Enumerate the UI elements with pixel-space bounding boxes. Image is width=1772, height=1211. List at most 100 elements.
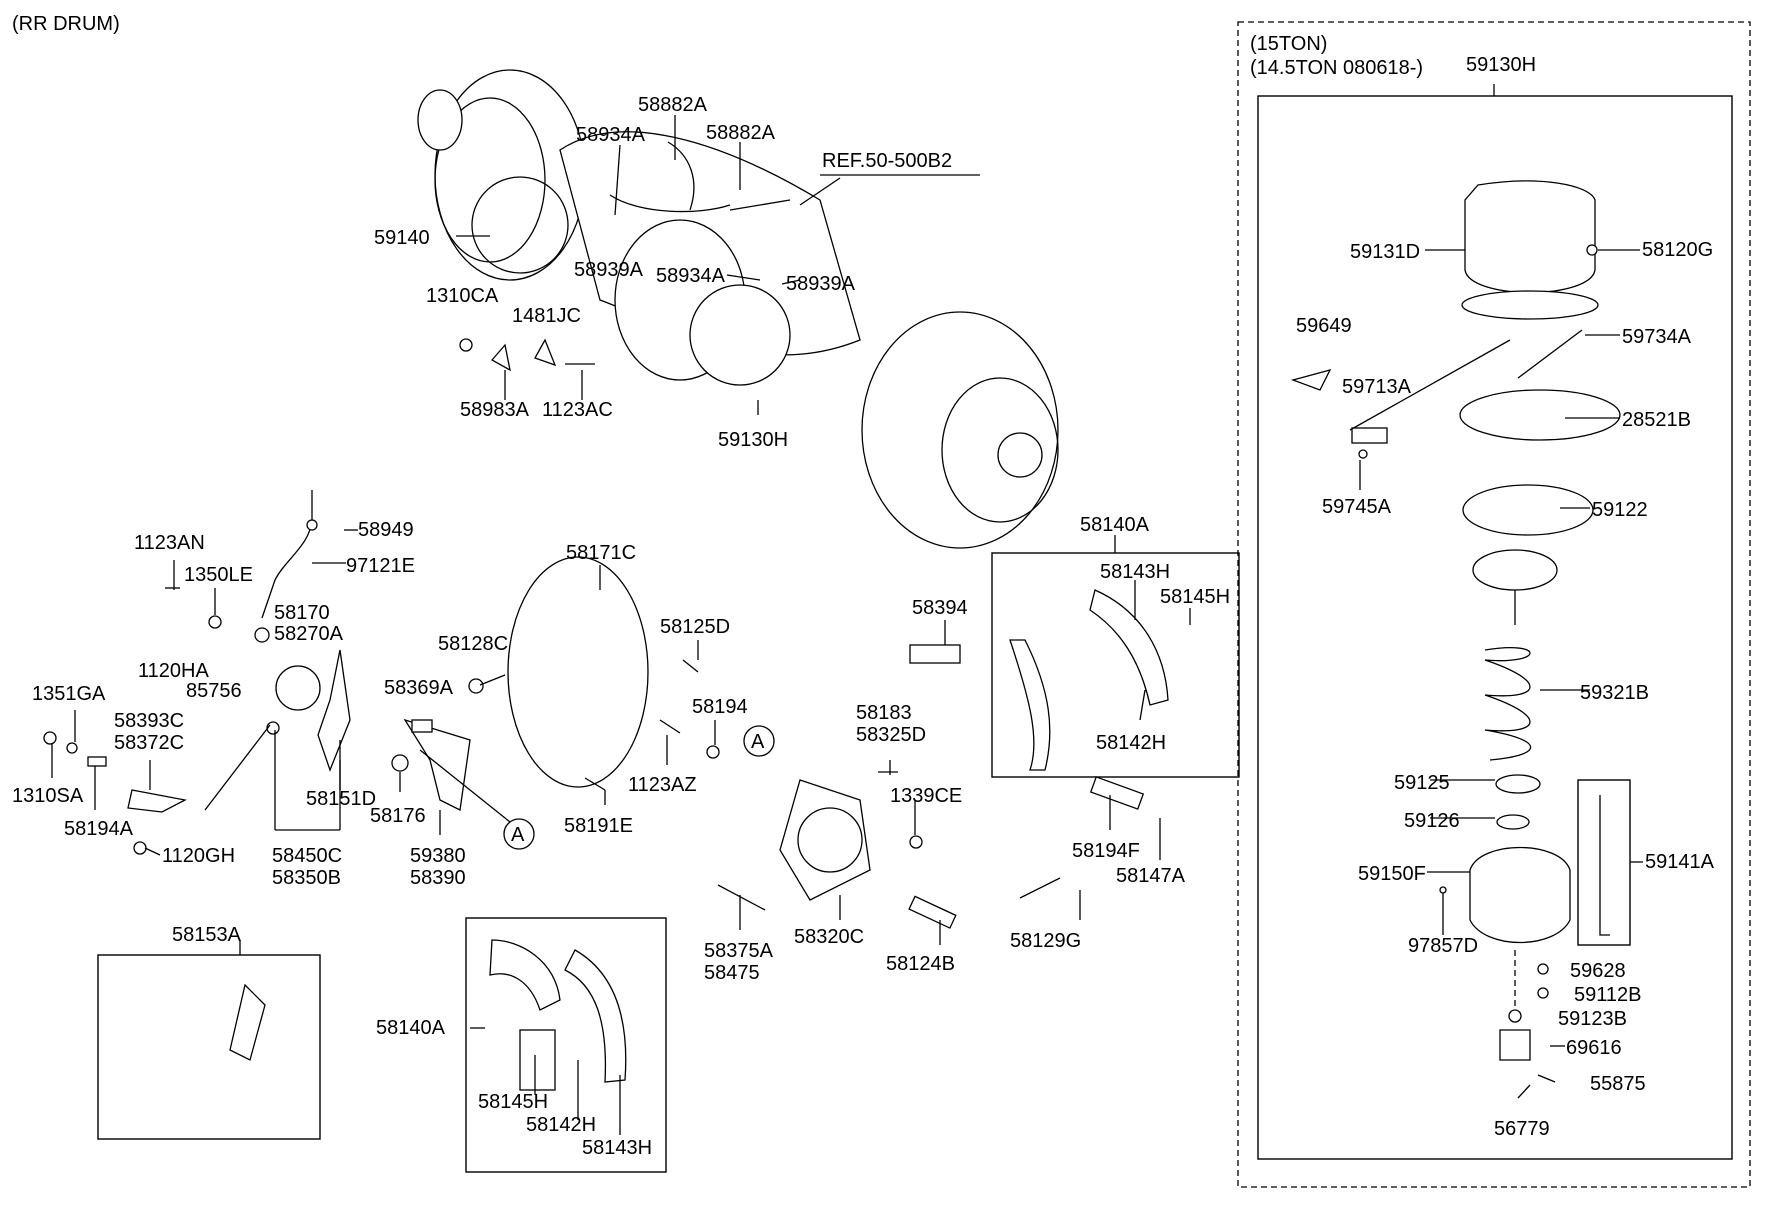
- part-55875: [1537, 1074, 1556, 1083]
- label-1123AN: 1123AN: [134, 532, 205, 554]
- part-58124B: [908, 895, 957, 929]
- label-59140: 59140: [374, 227, 430, 249]
- part-59141A-tube: [1599, 795, 1610, 936]
- label-1120HA: 1120HA: [138, 660, 209, 682]
- label-58143H-2: 58143H: [582, 1137, 652, 1159]
- label-59125: 59125: [1394, 772, 1450, 794]
- sensor-cable-97121E: [261, 490, 313, 619]
- label-58140A-1: 58140A: [1080, 514, 1150, 536]
- label-1310SA: 1310SA: [12, 785, 84, 807]
- label-97857D: 97857D: [1408, 935, 1478, 957]
- label-1481JC: 1481JC: [512, 305, 581, 327]
- label-58129G: 58129G: [1010, 930, 1081, 952]
- label-58394: 58394: [912, 597, 968, 619]
- label-58949: 58949: [358, 519, 414, 541]
- label-59130H-2: 59130H: [1466, 54, 1536, 76]
- label-marker-a-right: A: [751, 731, 765, 753]
- chamber-base-rim: [1461, 290, 1599, 320]
- label-59321B: 59321B: [1580, 682, 1649, 704]
- part-56779: [1517, 1084, 1531, 1099]
- label-97121E: 97121E: [346, 555, 415, 577]
- lower-lining-1: [489, 939, 561, 1011]
- label-58145H-2: 58145H: [478, 1091, 548, 1113]
- label-58147A: 58147A: [1116, 865, 1186, 887]
- lower-shoe: [519, 1029, 556, 1091]
- label-58183: 58183: [856, 702, 912, 724]
- label-58125D: 58125D: [660, 616, 730, 638]
- part-59649: [1290, 368, 1332, 391]
- label-1123AC: 1123AC: [542, 399, 613, 421]
- part-58171C-dust-shield: [507, 556, 649, 788]
- right-brake-chamber: [689, 284, 791, 386]
- part-59734A: [1517, 329, 1583, 379]
- label-58325D: 58325D: [856, 724, 926, 746]
- part-85756-bearing: [275, 665, 321, 711]
- part-58191E: [584, 777, 606, 791]
- box-59141A: [1577, 779, 1631, 946]
- label-58393C: 58393C: [114, 710, 184, 732]
- part-59745A: [1358, 449, 1368, 459]
- part-58125D: [682, 659, 699, 673]
- label-59713A: 59713A: [1342, 376, 1412, 398]
- label-1350LE: 1350LE: [184, 564, 253, 586]
- inset-inner-box: [1257, 95, 1733, 1160]
- part-58176: [391, 754, 409, 772]
- label-58140A-2: 58140A: [376, 1017, 446, 1039]
- diagram-title: (RR DRUM): [12, 13, 120, 35]
- part-59112B: [1537, 987, 1549, 999]
- part-58194A: [87, 756, 107, 767]
- ref-marker-a-left: [503, 818, 535, 850]
- right-hub-cap: [997, 432, 1043, 478]
- part-58194F: [1089, 776, 1145, 810]
- part-59380-bracket: [403, 718, 471, 811]
- upper-lining: [1089, 589, 1169, 706]
- label-58128C: 58128C: [438, 633, 508, 655]
- part-59122-diaphragm: [1462, 484, 1594, 536]
- part-58128C: [468, 678, 484, 694]
- ref-marker-a-right: [743, 725, 775, 757]
- label-69616: 69616: [1566, 1037, 1622, 1059]
- label-58320C: 58320C: [794, 926, 864, 948]
- part-58983A: [490, 343, 511, 372]
- label-58142H-1: 58142H: [1096, 732, 1166, 754]
- left-brake-chamber: [471, 176, 569, 274]
- label-85756: 85756: [186, 680, 242, 702]
- part-59321B-spring: [1484, 646, 1532, 761]
- label-58194: 58194: [692, 696, 748, 718]
- label-58882A-1: 58882A: [638, 94, 708, 116]
- label-55875: 55875: [1590, 1073, 1646, 1095]
- label-58151D: 58151D: [306, 788, 376, 810]
- label-59112B: 59112B: [1574, 984, 1641, 1006]
- part-1120GH: [133, 841, 147, 855]
- label-58934A-1: 58934A: [576, 124, 646, 146]
- part-59150F-housing: [1469, 846, 1571, 944]
- leader-lines: [51, 115, 1643, 1135]
- part-58375A: [717, 884, 766, 911]
- label-59141A: 59141A: [1645, 851, 1715, 873]
- label-58142H-2: 58142H: [526, 1114, 596, 1136]
- part-59123B: [1508, 1009, 1522, 1023]
- label-59122: 59122: [1592, 499, 1648, 521]
- label-59745A: 59745A: [1322, 496, 1392, 518]
- right-drum-outer: [861, 311, 1059, 549]
- part-58120G: [1586, 244, 1598, 256]
- repair-kit-slack: [229, 983, 266, 1061]
- label-58176: 58176: [370, 805, 426, 827]
- label-28521B: 28521B: [1622, 409, 1691, 431]
- part-58320C-spider: [779, 779, 871, 901]
- label-58375A: 58375A: [704, 940, 774, 962]
- part-59131D-chamber: [1464, 180, 1596, 294]
- part-59713A: [1351, 427, 1388, 444]
- label-58120G: 58120G: [1642, 239, 1713, 261]
- label-1123AZ: 1123AZ: [628, 774, 697, 796]
- part-58394: [909, 644, 961, 664]
- label-1351GA: 1351GA: [32, 683, 106, 705]
- label-58369A: 58369A: [384, 677, 454, 699]
- label-58390: 58390: [410, 867, 466, 889]
- label-56779: 56779: [1494, 1118, 1550, 1140]
- label-59130H-1: 59130H: [718, 429, 788, 451]
- label-59150F: 59150F: [1358, 863, 1426, 885]
- part-59125: [1495, 774, 1541, 794]
- part-1123AZ: [659, 719, 681, 734]
